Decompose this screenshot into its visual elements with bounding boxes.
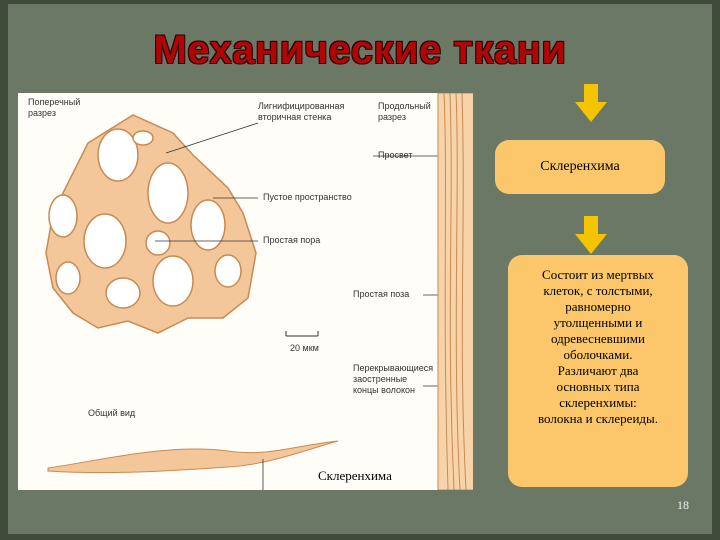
scale-bar xyxy=(285,331,319,337)
description-line: оболочками. xyxy=(563,347,633,362)
label-scale-bar: 20 мкм xyxy=(290,343,319,353)
description-line: волокна и склереиды. xyxy=(537,411,659,426)
description-line: одревесневшими xyxy=(551,331,645,346)
slide-title: Механические ткани xyxy=(153,28,567,72)
page-number: 18 xyxy=(677,498,689,512)
sclerenchyma-description-box: Состоит из мертвых клеток, с толстыми, р… xyxy=(508,255,688,487)
figure-caption: Склеренхима xyxy=(318,468,392,483)
label-empty-space: Пустое пространство xyxy=(263,192,352,202)
sclerenchyma-figure: Поперечный разрез Лигнифицированная втор… xyxy=(18,93,473,490)
label-lumen: Просвет xyxy=(378,150,413,160)
sclerenchyma-illustration xyxy=(45,93,473,490)
cross-section-cells xyxy=(45,114,257,334)
label-longitudinal: Продольный разрез xyxy=(378,101,431,122)
description-line: Различают два xyxy=(557,363,639,378)
label-lignified-wall: Лигнифицированная вторичная стенка xyxy=(258,101,345,122)
fiber-general-view xyxy=(47,440,339,474)
description-line: равномерно xyxy=(565,299,631,314)
down-arrow-icon xyxy=(575,84,607,122)
description-line: клеток, с толстыми, xyxy=(543,283,653,298)
label-general-view: Общий вид xyxy=(88,408,136,418)
longitudinal-fibers xyxy=(437,93,473,490)
label-simple-pore-2: Простая поза xyxy=(353,289,410,299)
label-cross-section: Поперечный разрез xyxy=(28,97,81,118)
sclerenchyma-heading-box: Склеренхима xyxy=(495,140,665,194)
description-line: склеренхимы: xyxy=(559,395,637,410)
description-line: утолщенными и xyxy=(553,315,643,330)
label-overlapping-ends: Перекрывающиеся заостренные концы волоко… xyxy=(353,363,434,395)
description-line: Состоит из мертвых xyxy=(542,267,654,282)
down-arrow-icon xyxy=(575,216,607,254)
label-simple-pore: Простая пора xyxy=(263,235,321,245)
description-line: основных типа xyxy=(556,379,640,394)
